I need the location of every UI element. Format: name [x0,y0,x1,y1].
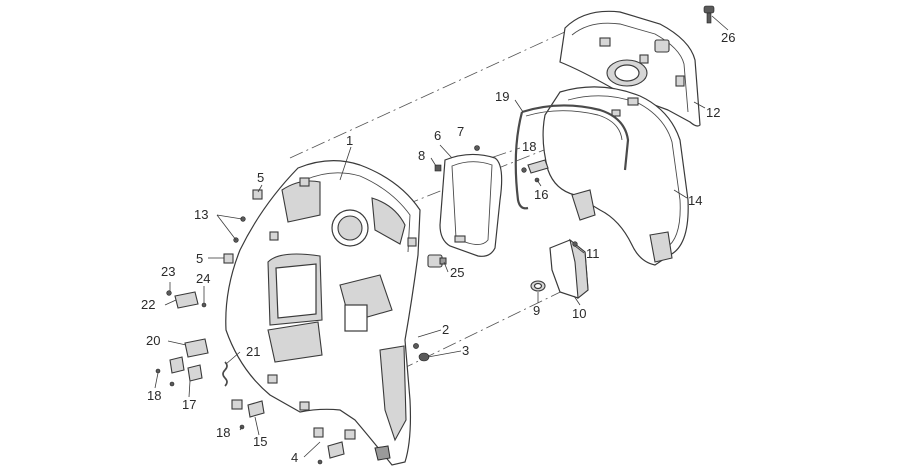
part-12-inner-panel [559,10,701,127]
callout-13: 13 [194,207,208,222]
callout-25: 25 [450,265,464,280]
callout-5-upper: 5 [257,170,264,185]
part-20-clip [184,338,209,358]
callout-18-right: 18 [522,139,536,154]
callout-23: 23 [161,264,175,279]
part-5-clip-lower [223,253,234,264]
part-3-fastener [418,352,430,362]
part-14-rear-panel [542,86,689,266]
callout-24: 24 [196,271,210,286]
part-8-nut [434,164,442,172]
part-5-clip-upper [252,189,263,200]
callout-17: 17 [182,397,196,412]
part-15-clips [231,399,265,430]
callout-15: 15 [253,434,267,449]
callout-18-bottom: 18 [216,425,230,440]
callout-9: 9 [533,303,540,318]
callout-labels: 1 2 3 4 5 5 6 7 8 9 10 11 12 13 14 15 16… [141,30,735,465]
callout-8: 8 [418,148,425,163]
part-21-spring [222,361,228,387]
callout-21: 21 [246,344,260,359]
callout-12: 12 [706,105,720,120]
part-10-bracket [549,238,589,300]
part-1-front-shield [225,160,421,466]
callout-5-lower: 5 [196,251,203,266]
part-9-grommet [530,280,546,292]
part-19-gasket [514,104,630,210]
callout-18-left: 18 [147,388,161,403]
part-22-bracket [166,290,207,309]
part-17-plates [155,356,203,387]
part-16-clip [521,159,549,183]
part-7-screw [474,145,480,151]
callout-20: 20 [146,333,160,348]
callout-16: 16 [534,187,548,202]
part-6-door [439,153,503,257]
callout-6: 6 [434,128,441,143]
callout-1: 1 [346,133,353,148]
callout-4: 4 [291,450,298,465]
callout-14: 14 [688,193,702,208]
callout-2: 2 [442,322,449,337]
part-4-clips [313,427,356,465]
part-25-fitting [427,254,447,268]
callout-11: 11 [586,246,600,261]
callout-7: 7 [457,124,464,139]
callout-10: 10 [572,306,586,321]
part-26-screw [703,5,715,24]
callout-3: 3 [462,343,469,358]
part-2-screw [413,343,419,349]
part-13-screws [233,216,246,243]
callout-26: 26 [721,30,735,45]
callout-22: 22 [141,297,155,312]
callout-19: 19 [495,89,509,104]
leader-lines [154,15,729,458]
